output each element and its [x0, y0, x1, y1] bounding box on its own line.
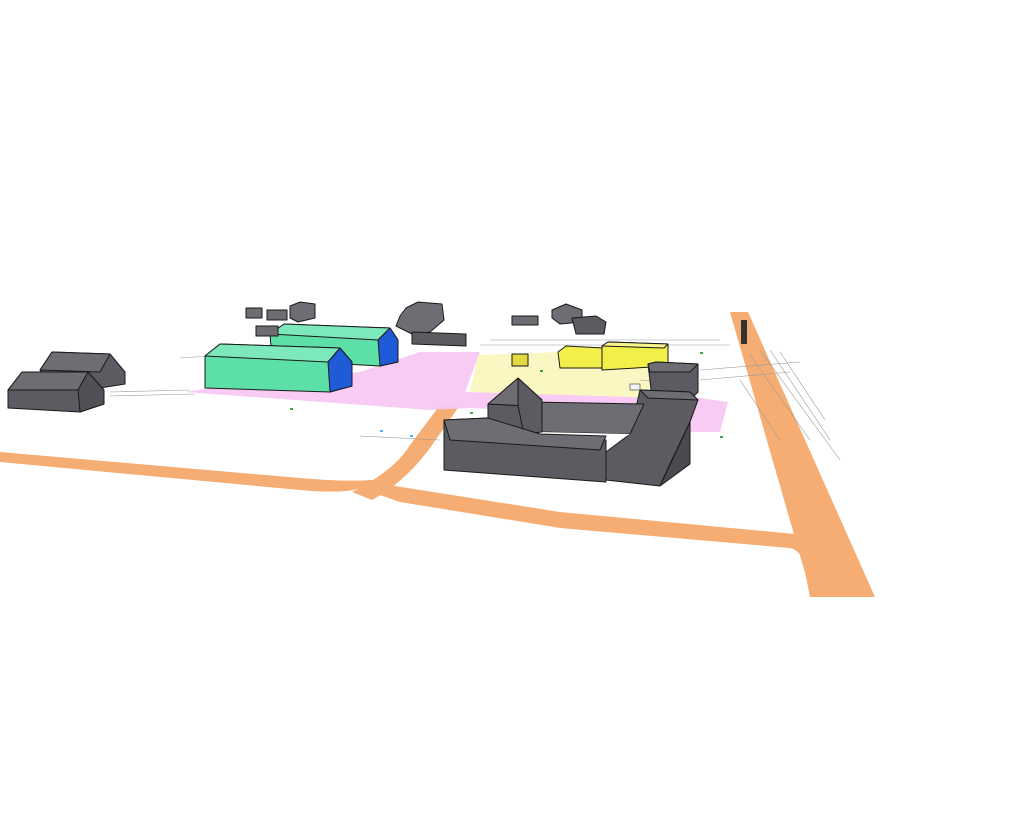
buildings-gray-small-cluster [245, 301, 607, 367]
cad-markers [290, 352, 723, 438]
building-gray-courtyard [443, 361, 699, 487]
road-marker [741, 320, 747, 344]
building-gray-gable-left [7, 351, 126, 413]
road-vertical [730, 312, 875, 597]
building-green-long-front [204, 343, 353, 393]
cad-lines [109, 339, 841, 461]
road-branch [352, 405, 460, 500]
roads [0, 312, 875, 597]
road-main-curved [0, 452, 828, 597]
